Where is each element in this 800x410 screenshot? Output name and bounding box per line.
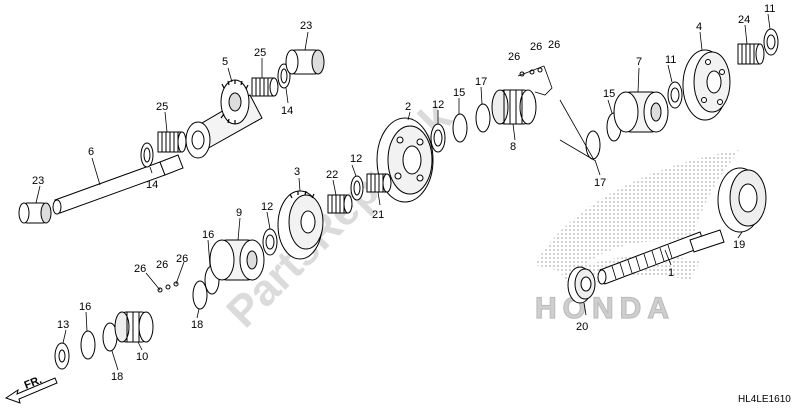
callout-18: 18 xyxy=(111,371,123,383)
callout-16: 16 xyxy=(79,301,91,313)
callout-4: 4 xyxy=(696,21,702,33)
callout-18: 18 xyxy=(191,319,203,331)
callout-26: 26 xyxy=(156,259,168,271)
watermark: PartsRepublik xyxy=(217,93,461,337)
callout-14: 14 xyxy=(281,105,293,117)
callout-12: 12 xyxy=(261,201,273,213)
mainshaft-1 xyxy=(597,229,725,285)
callout-2: 2 xyxy=(405,101,411,113)
callout-15: 15 xyxy=(603,88,615,100)
countershaft-6 xyxy=(52,154,184,215)
bearing-23-right xyxy=(285,49,325,75)
washer-12-mid xyxy=(430,123,446,153)
gear-8 xyxy=(491,89,537,125)
callout-labels: 1 2 3 4 5 6 7 8 9 10 11 11 12 12 12 13 1… xyxy=(32,3,775,383)
needle-bearing-24 xyxy=(737,43,765,65)
callout-17: 17 xyxy=(594,177,606,189)
callout-26: 26 xyxy=(176,253,188,265)
callout-6: 6 xyxy=(88,146,94,158)
callout-26: 26 xyxy=(508,51,520,63)
callout-9: 9 xyxy=(236,207,242,219)
front-direction-arrow: FR. xyxy=(4,374,58,404)
gear-3 xyxy=(277,190,324,260)
bearing-23-left xyxy=(18,202,52,224)
gear-7 xyxy=(613,91,669,133)
callout-22: 22 xyxy=(326,169,338,181)
gear-10 xyxy=(114,311,154,343)
gear-4 xyxy=(682,49,731,121)
callout-10: 10 xyxy=(136,351,148,363)
circlip-15-mid xyxy=(452,113,468,143)
callout-1: 1 xyxy=(668,267,674,279)
washer-17-mid xyxy=(475,103,491,133)
callout-12: 12 xyxy=(350,153,362,165)
callout-14: 14 xyxy=(146,179,158,191)
washer-12-upper xyxy=(350,175,364,201)
washer-12-lower xyxy=(262,228,278,256)
washer-11-mid xyxy=(667,81,683,109)
washer-14-left xyxy=(140,142,154,168)
callout-8: 8 xyxy=(510,141,516,153)
callout-24: 24 xyxy=(738,14,750,26)
callout-23: 23 xyxy=(300,20,312,32)
callout-21: 21 xyxy=(372,209,384,221)
bearing-20 xyxy=(567,266,596,304)
callout-25: 25 xyxy=(254,47,266,59)
gear-9 xyxy=(209,239,265,281)
callout-15: 15 xyxy=(453,87,465,99)
callout-19: 19 xyxy=(733,239,745,251)
callout-20: 20 xyxy=(576,321,588,333)
bearing-19 xyxy=(717,167,767,233)
washer-11-right xyxy=(763,28,779,56)
callout-26: 26 xyxy=(134,263,146,275)
needle-bearing-25-left xyxy=(157,131,187,153)
needle-bearing-22 xyxy=(327,194,353,214)
callout-26: 26 xyxy=(548,39,560,51)
callout-5: 5 xyxy=(222,56,228,68)
callout-11: 11 xyxy=(665,54,676,66)
needle-bearing-21 xyxy=(366,173,392,193)
needle-bearing-25-right xyxy=(251,77,279,97)
callout-26: 26 xyxy=(530,41,542,53)
callout-25: 25 xyxy=(156,101,168,113)
drawing-code: HL4LE1610 xyxy=(738,394,791,405)
brand-text: HONDA xyxy=(535,292,675,325)
callout-16: 16 xyxy=(202,229,214,241)
circlip-16-lower xyxy=(80,330,96,360)
bearing-balls-26-upper xyxy=(517,65,553,96)
callout-13: 13 xyxy=(57,319,69,331)
callout-17: 17 xyxy=(475,76,487,88)
gear-5 xyxy=(185,79,263,159)
washer-18-mid xyxy=(192,280,208,310)
circlip-17-right xyxy=(559,99,601,162)
washer-13 xyxy=(54,342,70,370)
bearing-balls-26-lower xyxy=(157,281,179,293)
callout-7: 7 xyxy=(636,56,642,68)
callout-23: 23 xyxy=(32,175,44,187)
leader-lines xyxy=(35,13,771,371)
callout-3: 3 xyxy=(294,166,300,178)
callout-11: 11 xyxy=(764,3,775,15)
callout-12: 12 xyxy=(432,99,444,111)
